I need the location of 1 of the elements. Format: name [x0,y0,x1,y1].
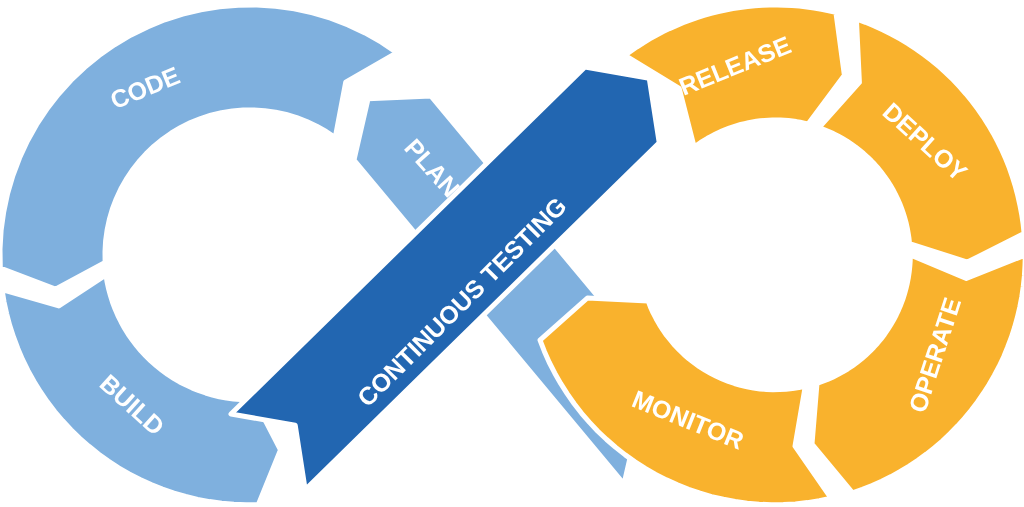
segment-label: CODE [106,62,184,114]
